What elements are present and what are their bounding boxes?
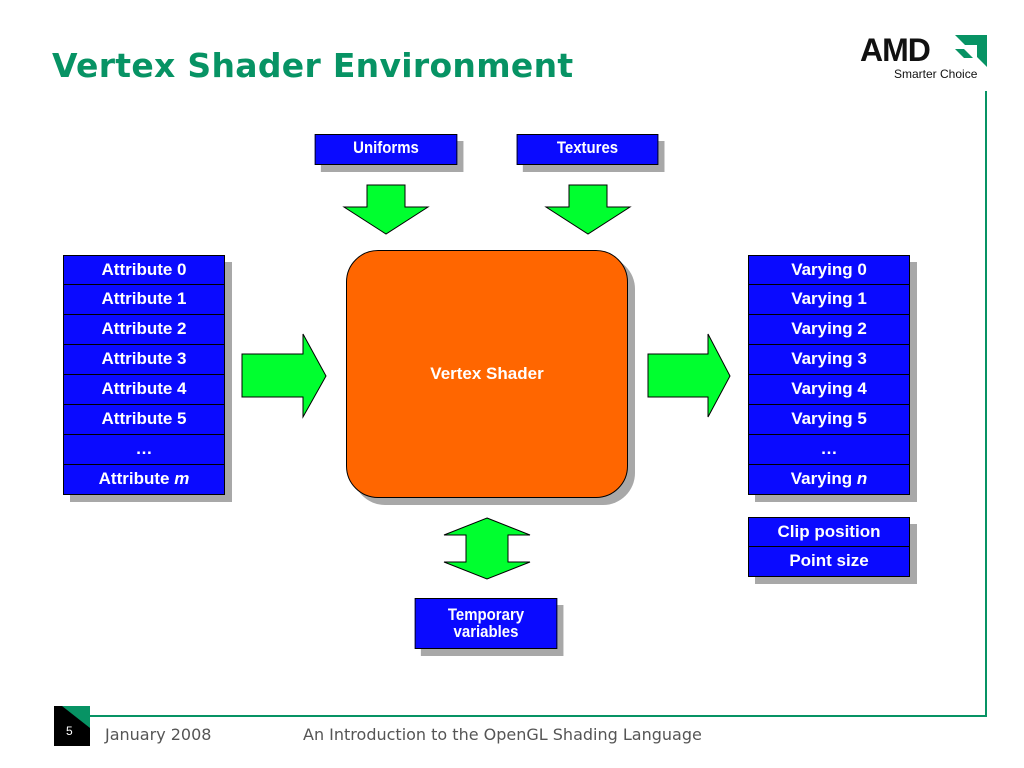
attribute-ellipsis: …: [63, 435, 225, 465]
varyings-right-arrow: [647, 333, 731, 418]
textures-box: Textures: [516, 134, 659, 165]
slide-number: 5: [66, 724, 73, 738]
varying-ellipsis: …: [748, 435, 910, 465]
attributes-stack: Attribute 0 Attribute 1 Attribute 2 Attr…: [63, 255, 225, 495]
attributes-right-arrow: [241, 333, 327, 419]
temporary-variables-box: Temporary variables: [414, 598, 558, 649]
attribute-5: Attribute 5: [63, 405, 225, 435]
textures-down-arrow: [544, 184, 632, 235]
attribute-3: Attribute 3: [63, 345, 225, 375]
varying-0: Varying 0: [748, 255, 910, 285]
clip-position: Clip position: [748, 517, 910, 547]
slide-number-badge: [54, 706, 90, 746]
attribute-m: Attribute m: [63, 465, 225, 495]
frame-rule-horizontal: [90, 715, 987, 717]
temporary-line-1: Temporary: [447, 605, 525, 624]
slide-title: Vertex Shader Environment: [52, 46, 574, 85]
vertex-shader-box: Vertex Shader: [346, 250, 628, 498]
attribute-1: Attribute 1: [63, 285, 225, 315]
vertex-shader-label: Vertex Shader: [430, 364, 544, 383]
frame-rule-vertical: [985, 91, 987, 716]
attribute-0: Attribute 0: [63, 255, 225, 285]
varying-2: Varying 2: [748, 315, 910, 345]
varying-3: Varying 3: [748, 345, 910, 375]
varying-1: Varying 1: [748, 285, 910, 315]
temporary-line-2: variables: [453, 622, 519, 641]
footer-presentation-title: An Introduction to the OpenGL Shading La…: [303, 725, 702, 744]
logo-tagline: Smarter Choice: [894, 67, 978, 81]
attribute-4: Attribute 4: [63, 375, 225, 405]
footer-date: January 2008: [105, 725, 212, 744]
varying-5: Varying 5: [748, 405, 910, 435]
varyings-stack: Varying 0 Varying 1 Varying 2 Varying 3 …: [748, 255, 910, 495]
uniforms-down-arrow: [342, 184, 430, 235]
logo-wordmark: AMD: [860, 32, 931, 68]
varying-4: Varying 4: [748, 375, 910, 405]
point-size: Point size: [748, 547, 910, 577]
varying-n: Varying n: [748, 465, 910, 495]
amd-logo: AMD Smarter Choice: [860, 32, 990, 84]
builtin-outputs-stack: Clip position Point size: [748, 517, 910, 577]
attribute-2: Attribute 2: [63, 315, 225, 345]
uniforms-box: Uniforms: [314, 134, 458, 165]
temporary-updown-arrow: [443, 517, 531, 580]
amd-arrow-icon: [955, 35, 987, 67]
